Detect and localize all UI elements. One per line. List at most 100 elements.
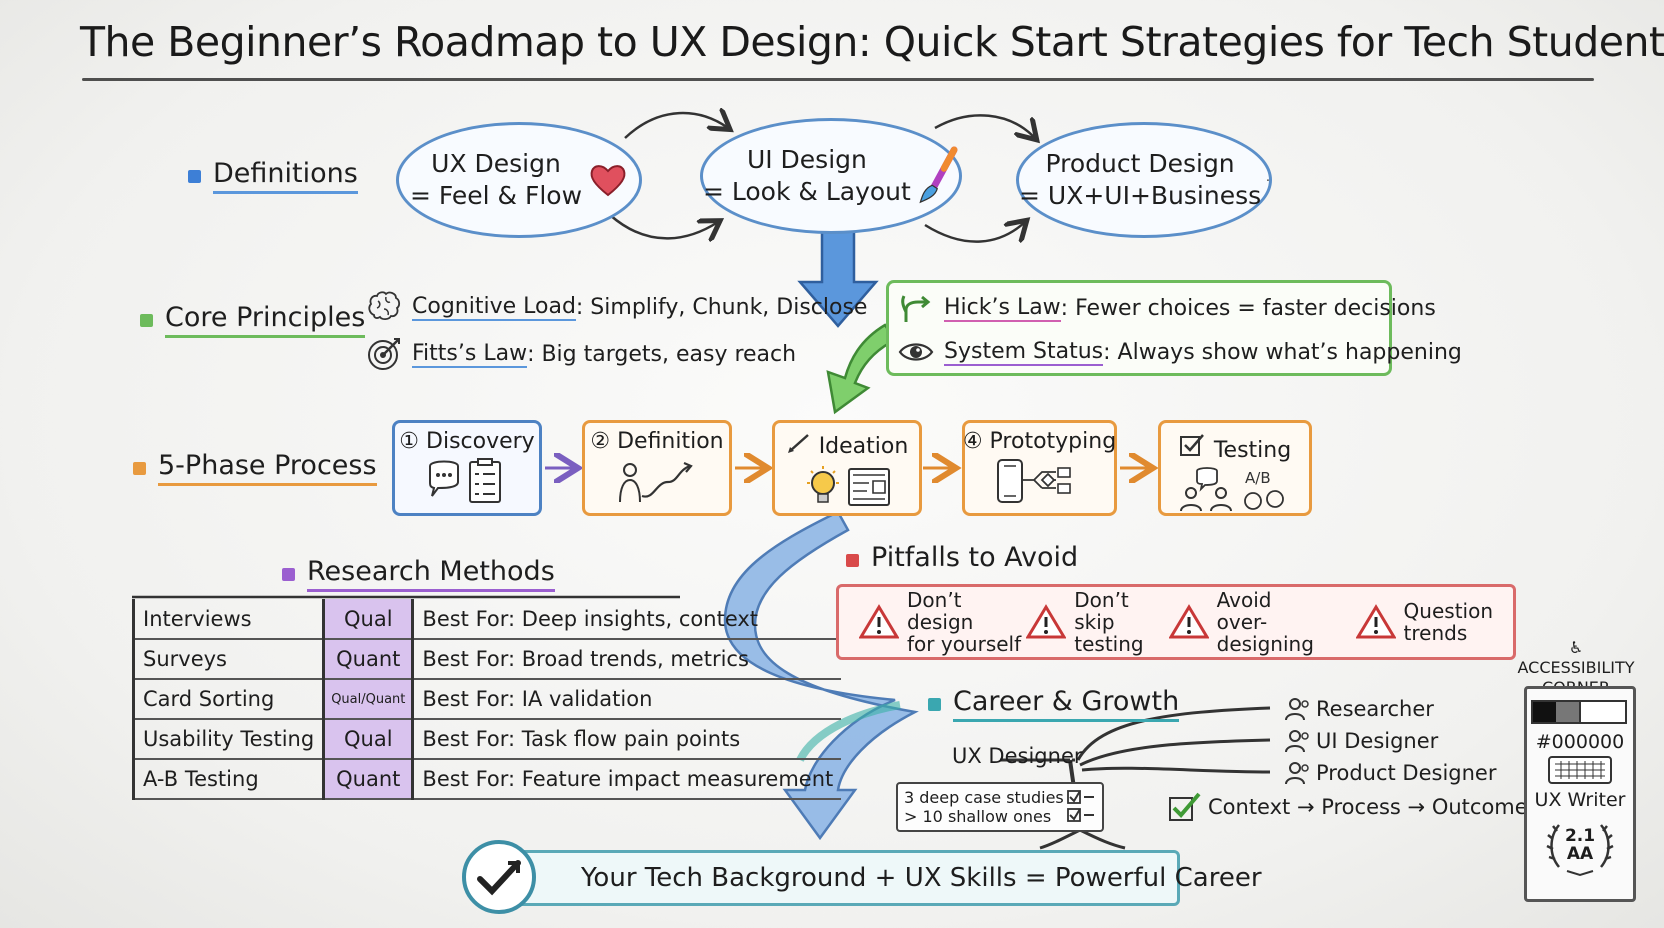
- phase-discovery-label: ① Discovery: [399, 429, 535, 454]
- section-process-label: 5-Phase Process: [158, 450, 377, 486]
- research-method-best-for: Best For: IA validation: [412, 679, 842, 720]
- definition-product: Product Design = UX+UI+Business: [1016, 122, 1272, 238]
- title-underline: [82, 78, 1594, 81]
- blue-bullet: [188, 169, 201, 183]
- pitfall-line2: testing: [1074, 632, 1144, 656]
- lightbulb-sketch-icon: [807, 466, 890, 506]
- research-method-name: A-B Testing: [131, 759, 324, 800]
- career-role-ui-designer: UI Designer: [1284, 728, 1438, 754]
- section-pitfalls-label: Pitfalls to Avoid: [871, 542, 1079, 573]
- section-pitfalls: Pitfalls to Avoid: [846, 542, 1078, 578]
- warning-icon: [1026, 604, 1067, 639]
- research-method-name: Interviews: [131, 599, 324, 640]
- phase-prototyping-label: ④ Prototyping: [962, 429, 1117, 454]
- principle-fitts-term: Fitts’s Law: [412, 340, 528, 368]
- arc-ux-to-ui-bottom: [609, 214, 718, 238]
- contrast-hex-label: #000000: [1535, 731, 1625, 753]
- green-curved-arrow: [826, 323, 897, 415]
- definition-ux-line2: = Feel & Flow: [409, 181, 583, 210]
- final-check-circle: [462, 840, 536, 914]
- principle-hicks-desc: : Fewer choices = faster decisions: [1060, 295, 1436, 321]
- portfolio-formula: Context → Process → Outcome: [1168, 792, 1528, 822]
- phase-ideation: Ideation: [772, 420, 922, 516]
- phase-ideation-text: Ideation: [818, 434, 909, 459]
- warning-icon: [1355, 604, 1396, 639]
- final-outcome-text: Your Tech Background + UX Skills = Power…: [581, 863, 1262, 893]
- wcag-badge: 2.1 AA: [1545, 815, 1615, 877]
- principle-hicks-term: Hick’s Law: [944, 294, 1061, 322]
- interview-checklist-icon: [429, 458, 501, 503]
- phase-ideation-label: Ideation: [786, 429, 909, 459]
- definition-ui-line1: UI Design: [746, 145, 867, 174]
- laurel-wreath-icon: [1546, 824, 1614, 877]
- principle-system-status-term: System Status: [944, 338, 1104, 366]
- checkbox-check-icon: [1179, 434, 1204, 456]
- career-branch-ui: [1079, 738, 1271, 767]
- checklist-icon: [1067, 790, 1094, 822]
- research-method-name: Usability Testing: [131, 719, 324, 760]
- section-core-principles-label: Core Principles: [165, 302, 366, 338]
- section-research: Research Methods: [282, 556, 555, 592]
- blue-down-arrow: [797, 228, 879, 328]
- user-journey-icon: [619, 461, 693, 503]
- warning-icon: [859, 604, 899, 639]
- principle-cognitive-load: Cognitive Load: Simplify, Chunk, Disclos…: [366, 289, 867, 325]
- pitfall-line1: Don’t skip: [1074, 588, 1129, 634]
- portfolio-formula-text: Context → Process → Outcome: [1208, 795, 1528, 819]
- research-method-name: Card Sorting: [131, 679, 324, 720]
- section-career: Career & Growth: [928, 686, 1180, 722]
- phone-flow-icon: [996, 459, 1071, 503]
- research-method-best-for: Best For: Deep insights, context: [412, 599, 842, 640]
- accessibility-title-line1: ♿ACCESSIBILITY: [1512, 638, 1640, 678]
- research-method-type: Qual/Quant: [322, 679, 415, 720]
- principle-cognitive-load-desc: : Simplify, Chunk, Disclose: [575, 294, 868, 320]
- research-method-type: Quant: [322, 759, 415, 800]
- career-root-label: UX Designer: [952, 744, 1083, 768]
- table-row: Interviews Qual Best For: Deep insights,…: [131, 599, 842, 640]
- green-check-icon: [1169, 792, 1201, 821]
- phase-discovery: ① Discovery: [392, 420, 542, 516]
- arc-ui-to-product-top: [934, 114, 1035, 138]
- heart-icon: [590, 165, 626, 197]
- career-branch-product: [1081, 766, 1271, 774]
- briefcase-icon: [1267, 179, 1269, 181]
- phase-prototyping: ④ Prototyping: [962, 420, 1117, 516]
- purple-bullet: [282, 567, 295, 581]
- pitfall-line2: trends: [1403, 621, 1468, 645]
- research-method-best-for: Best For: Broad trends, metrics: [412, 639, 842, 680]
- career-roots: [1039, 828, 1126, 850]
- research-method-type: Qual: [322, 599, 415, 640]
- wcag-badge-text: 2.1 AA: [1545, 827, 1615, 863]
- accessibility-corner-box: #000000 UX Writer 2.1 AA: [1524, 686, 1636, 902]
- wcag-level: AA: [1566, 844, 1594, 864]
- phase-testing-label: Testing: [1179, 429, 1291, 463]
- arc-ui-to-product-bottom: [924, 222, 1025, 242]
- branch-arrow-icon: [901, 295, 931, 322]
- target-icon: [368, 338, 400, 370]
- case-study-note-line2: > 10 shallow ones: [904, 807, 1052, 826]
- pitfall-line2: for yourself: [907, 632, 1022, 656]
- wcag-version: 2.1: [1564, 826, 1596, 846]
- case-study-note: 3 deep case studies > 10 shallow ones: [896, 782, 1104, 832]
- ux-writer-label: UX Writer: [1534, 789, 1626, 811]
- phase-testing-text: Testing: [1213, 438, 1292, 463]
- principle-fitts-desc: : Big targets, easy reach: [527, 341, 797, 367]
- definition-product-line2: = UX+UI+Business: [1019, 181, 1262, 210]
- section-research-label: Research Methods: [307, 556, 555, 592]
- phase-definition: ② Definition: [582, 420, 732, 516]
- section-definitions: Definitions: [188, 158, 358, 194]
- pitfall-line1: Question: [1403, 599, 1493, 623]
- research-method-best-for: Best For: Feature impact measurement: [412, 759, 842, 800]
- green-bullet: [140, 313, 153, 327]
- table-row: A-B Testing Quant Best For: Feature impa…: [131, 759, 842, 800]
- pitfall-line2: over-designing: [1216, 610, 1314, 656]
- definition-ui: UI Design = Look & Layout: [700, 118, 962, 234]
- principle-system-status: System Status: Always show what’s happen…: [898, 334, 1462, 370]
- wheelchair-icon: ♿: [1568, 638, 1584, 657]
- principle-fitts-law: Fitts’s Law: Big targets, easy reach: [366, 336, 796, 372]
- career-role-product-designer: Product Designer: [1284, 760, 1496, 786]
- pitfall-line1: Avoid: [1216, 588, 1272, 612]
